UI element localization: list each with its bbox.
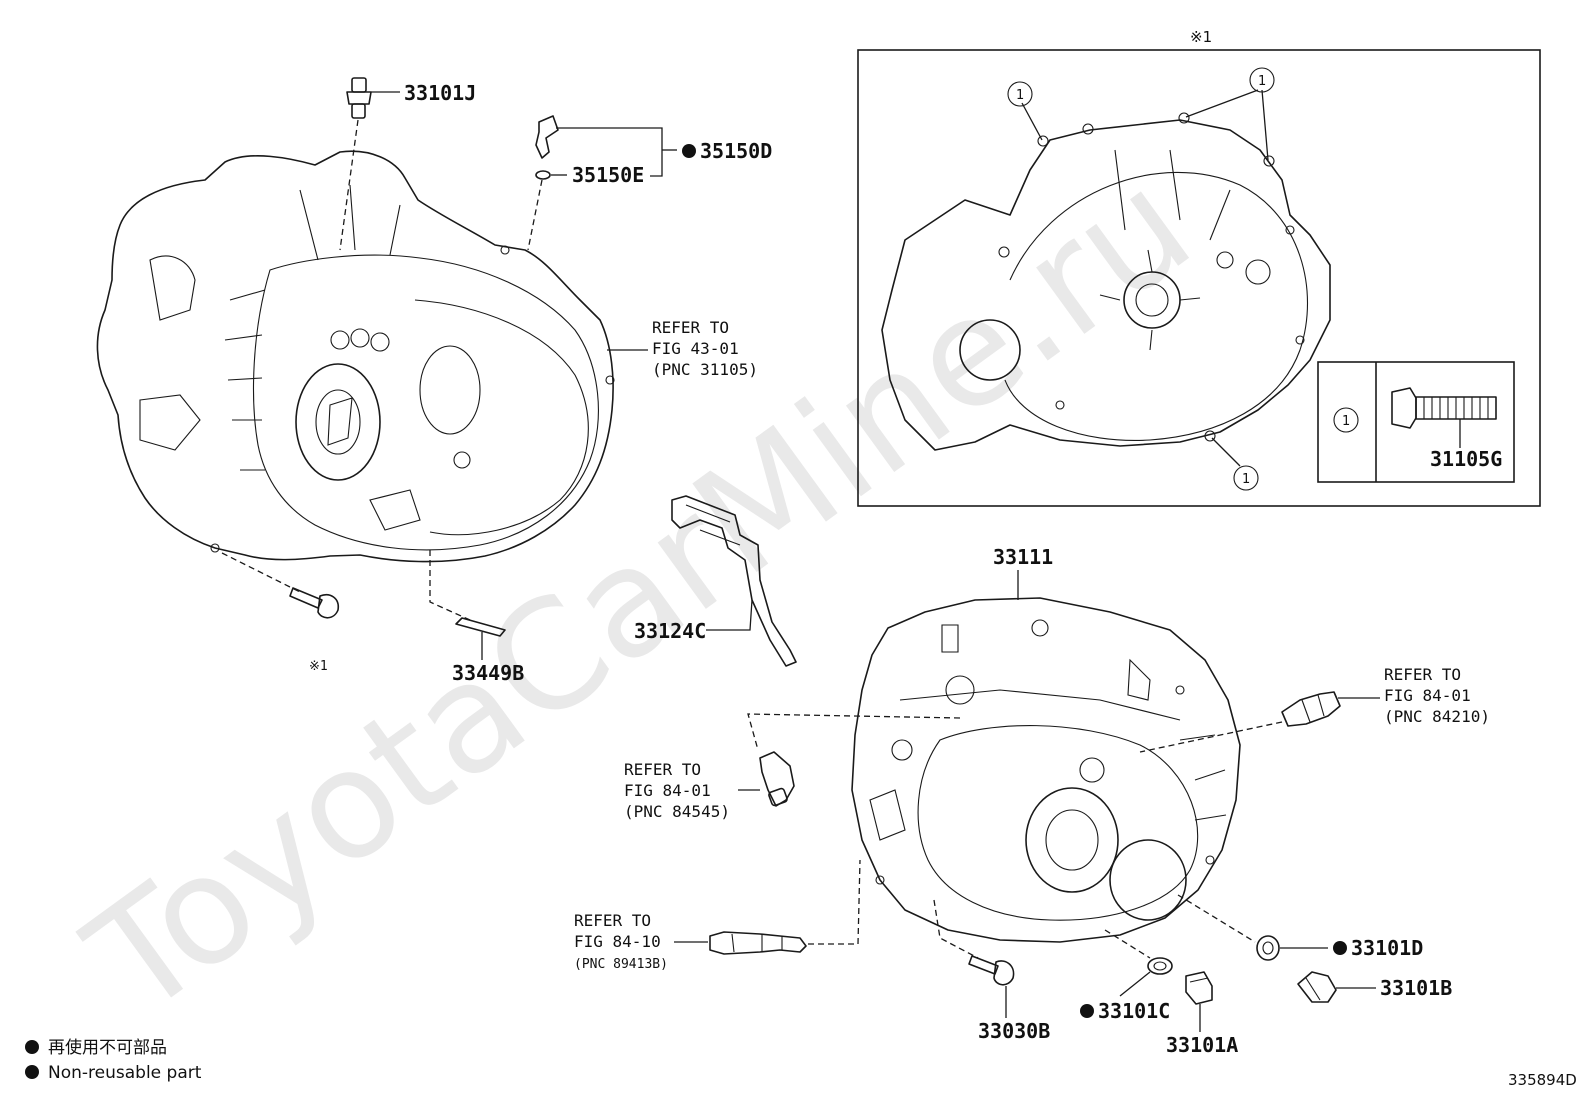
plug-33101A-drawing bbox=[1185, 971, 1213, 1032]
label-33101D: 33101D bbox=[1351, 936, 1423, 960]
inset-box bbox=[857, 49, 1541, 507]
callout-circle bbox=[1233, 465, 1259, 491]
callout-circle bbox=[1007, 81, 1033, 107]
label-33101A: 33101A bbox=[1166, 1033, 1238, 1057]
label-33030B: 33030B bbox=[978, 1019, 1050, 1043]
label-35150E: 35150E bbox=[572, 163, 644, 187]
plug-33101B-drawing bbox=[1297, 971, 1376, 1003]
drawing-code: 335894D bbox=[1508, 1071, 1577, 1089]
inset-title: ※1 bbox=[1190, 28, 1212, 46]
gasket-33101D-drawing bbox=[1177, 894, 1328, 961]
inset-callouts: 1 1 1 bbox=[1007, 67, 1275, 491]
transmission-case-33111-drawing bbox=[851, 597, 1241, 943]
plug-33101J-drawing bbox=[339, 77, 400, 251]
ref-fig-84-10-pnc: (PNC 89413B) bbox=[574, 957, 668, 972]
sensor-35150D-drawing bbox=[527, 115, 677, 251]
ref-fig-43-01: REFER TO FIG 43-01 (PNC 31105) bbox=[652, 318, 758, 379]
bolt-note1-drawing bbox=[221, 552, 340, 619]
bracket-33124C-drawing bbox=[671, 495, 797, 667]
svg-text:1: 1 bbox=[1258, 74, 1266, 89]
bolt-31105G-drawing bbox=[1391, 387, 1497, 448]
non-reusable-mark-35150D bbox=[682, 144, 696, 158]
label-note1: ※1 bbox=[309, 659, 328, 674]
switch-84545-drawing bbox=[738, 713, 961, 807]
sensor-84210-drawing bbox=[1139, 691, 1380, 753]
label-33101B: 33101B bbox=[1380, 976, 1452, 1000]
ref-fig-84-01-pnc-84545: REFER TO FIG 84-01 (PNC 84545) bbox=[624, 760, 730, 821]
label-33101J: 33101J bbox=[404, 81, 476, 105]
label-35150D: 35150D bbox=[700, 139, 772, 163]
label-33101C: 33101C bbox=[1098, 999, 1170, 1023]
bolt-33030B-drawing bbox=[933, 899, 1015, 1018]
inset-housing-drawing bbox=[881, 112, 1331, 451]
transaxle-case-drawing bbox=[96, 150, 615, 563]
svg-text:1: 1 bbox=[1016, 88, 1024, 103]
non-reusable-mark-33101C bbox=[1080, 1004, 1094, 1018]
callout-circle bbox=[1249, 67, 1275, 93]
legend-jp: 再使用不可部品 bbox=[48, 1037, 167, 1058]
bolt-subbox bbox=[1317, 361, 1515, 483]
gasket-33101C-drawing bbox=[1104, 929, 1173, 997]
legend-dot bbox=[25, 1065, 39, 1079]
non-reusable-mark-33101D bbox=[1333, 941, 1347, 955]
ref-fig-84-10-pnc-89413B: REFER TO FIG 84-10 bbox=[574, 911, 661, 951]
ref-fig-84-01-pnc-84210: REFER TO FIG 84-01 (PNC 84210) bbox=[1384, 665, 1490, 726]
label-31105G: 31105G bbox=[1430, 447, 1502, 471]
sensor-89413B-drawing bbox=[674, 859, 861, 955]
label-33449B: 33449B bbox=[452, 661, 524, 685]
svg-text:1: 1 bbox=[1342, 414, 1350, 429]
callout-circle bbox=[1333, 407, 1359, 433]
legend-en: Non-reusable part bbox=[48, 1063, 202, 1083]
legend-dot bbox=[25, 1040, 39, 1054]
svg-text:1: 1 bbox=[1242, 472, 1250, 487]
label-33124C: 33124C bbox=[634, 619, 706, 643]
plate-33449B-drawing bbox=[429, 550, 506, 660]
label-33111: 33111 bbox=[993, 545, 1053, 569]
